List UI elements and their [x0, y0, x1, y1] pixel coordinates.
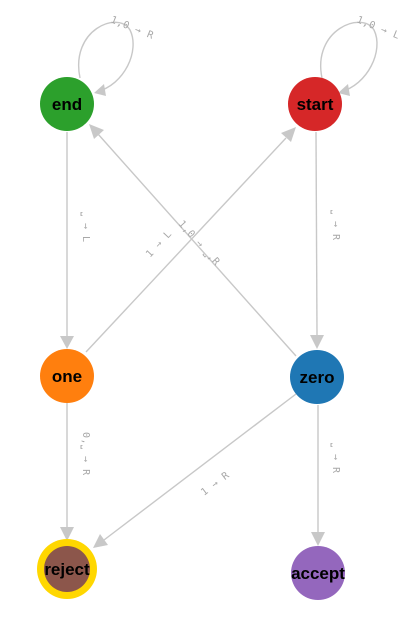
state-zero-circle	[290, 350, 344, 404]
label-zero-to-reject: 1 → R	[199, 470, 232, 499]
state-one: one	[40, 349, 94, 403]
arrowhead-zero-to-reject	[93, 534, 108, 548]
state-start-label: start	[297, 95, 334, 114]
arrowhead-start-to-zero	[310, 335, 324, 349]
label-zero-to-accept: ⎵ → R	[330, 443, 341, 474]
state-end-circle	[40, 77, 94, 131]
edge-one-to-start	[85, 137, 287, 353]
label-end-to-one: ⎵ → L	[80, 212, 91, 243]
arrowhead-zero-to-accept	[311, 532, 325, 546]
state-one-label: one	[52, 367, 82, 386]
state-zero: zero	[290, 350, 344, 404]
state-accept-label: accept	[291, 564, 345, 583]
arrowhead-one-to-start	[281, 127, 296, 142]
state-reject: reject	[37, 539, 97, 599]
arrowhead-end-loop	[94, 84, 106, 96]
state-reject-label: reject	[44, 560, 90, 579]
edge-end-loop	[77, 21, 134, 93]
state-end-label: end	[52, 95, 82, 114]
state-zero-label: zero	[300, 368, 335, 387]
state-accept-circle	[291, 546, 345, 600]
edge-zero-to-reject	[103, 393, 297, 541]
arrowhead-end-to-one	[60, 336, 74, 349]
arrowhead-start-loop	[338, 84, 350, 96]
label-one-to-reject: 0,⎵ → R	[80, 432, 91, 476]
state-start: start	[288, 77, 342, 131]
arrowhead-zero-to-end	[89, 124, 104, 139]
label-start-loop: 1,0 → L	[355, 15, 401, 42]
edges	[60, 21, 378, 548]
state-accept: accept	[291, 546, 345, 600]
label-zero-to-end: 1,0 → ⎵,R	[176, 219, 222, 269]
edge-start-to-zero	[315, 131, 318, 336]
label-one-to-start: 1 → L	[144, 229, 174, 260]
state-start-circle	[288, 77, 342, 131]
arrowhead-one-to-reject	[60, 527, 74, 541]
label-start-to-zero: ⎵ → R	[330, 210, 341, 241]
state-one-circle	[40, 349, 94, 403]
edge-start-loop	[319, 21, 378, 93]
nodes: end start one zero reject accept	[37, 77, 345, 600]
state-reject-circle	[44, 546, 90, 592]
state-end: end	[40, 77, 94, 131]
edge-zero-to-end	[97, 133, 297, 357]
